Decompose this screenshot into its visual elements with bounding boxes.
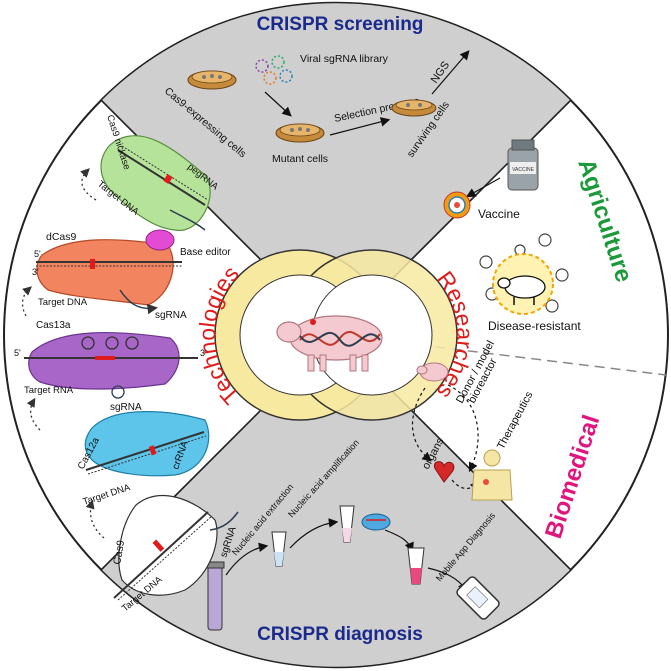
five-prime-cas13a: 5' [14, 348, 21, 358]
svg-text:VACCINE: VACCINE [512, 167, 535, 173]
organ-icon [433, 461, 455, 483]
petri-dish-surviving-cells [391, 99, 437, 117]
center-pig-icon [276, 315, 383, 372]
vaccine-particle-icon [443, 191, 471, 219]
disease-resistant-label: Disease-resistant [488, 319, 581, 333]
disease-resistant-pig-icon [492, 253, 554, 315]
virus-icons [479, 233, 569, 313]
dcas9-label: dCas9 [46, 231, 77, 243]
cas9-label: Cas9 [111, 539, 127, 565]
three-prime-cas13a: 3' [200, 348, 207, 358]
target-dna-label-2: Target DNA [38, 297, 88, 308]
arrow-vial-to-vaccine [465, 177, 501, 198]
viral-library-icon [255, 55, 293, 85]
five-prime-dcas9: 5' [34, 249, 41, 259]
viral-library-label: Viral sgRNA library [300, 53, 389, 65]
screening-title: CRISPR screening [257, 14, 424, 35]
cas12a-complex [84, 411, 210, 477]
arrow-pig-to-organs [411, 387, 432, 462]
dcas9-base-editor-complex [36, 229, 182, 315]
arrow-selection [329, 117, 391, 136]
arrow-amplification [289, 518, 339, 549]
vaccine-vial-icon: VACCINE [507, 139, 539, 191]
cas13a-label: Cas13a [36, 320, 71, 331]
donor-pig-icon [416, 362, 449, 382]
sgrna-label-1: sgRNA [155, 310, 187, 321]
cas13a-complex [24, 331, 198, 399]
cycle-arrow-1 [80, 168, 97, 201]
arrow-pig-to-patient [447, 384, 479, 473]
cycle-arrow-4 [85, 499, 105, 539]
diagnosis-title: CRISPR diagnosis [257, 624, 423, 645]
cycle-arrow-3 [26, 397, 41, 431]
patient-icon [471, 449, 513, 501]
agri-bio-dashed-divider [419, 344, 667, 376]
arrow-ngs [431, 50, 470, 95]
petri-dish-mutant-cells [275, 123, 325, 143]
petri-dish-cas9-cells [187, 70, 237, 90]
arrow-extraction [225, 542, 269, 576]
extraction-tube-icon [271, 531, 287, 567]
cycle-arrow-2 [21, 286, 32, 317]
cas-protein-icon [361, 513, 391, 531]
vaccine-label: Vaccine [478, 207, 520, 221]
cas9-nickase-complex [100, 135, 211, 231]
sgrna-label-2: sgRNA [110, 402, 142, 413]
target-rna-label: Target RNA [24, 385, 74, 396]
swab-tube-icon [205, 561, 225, 631]
cas9-complex [113, 495, 239, 601]
base-editor-label: Base editor [180, 247, 231, 258]
mobile-phone-icon [456, 576, 500, 620]
detection-tube-icon [407, 547, 425, 585]
arrow-library-to-mutant [264, 91, 292, 117]
amplification-tube-icon [339, 505, 355, 543]
mutant-cells-label: Mutant cells [272, 153, 328, 165]
three-prime-dcas9: 3' [32, 267, 39, 277]
